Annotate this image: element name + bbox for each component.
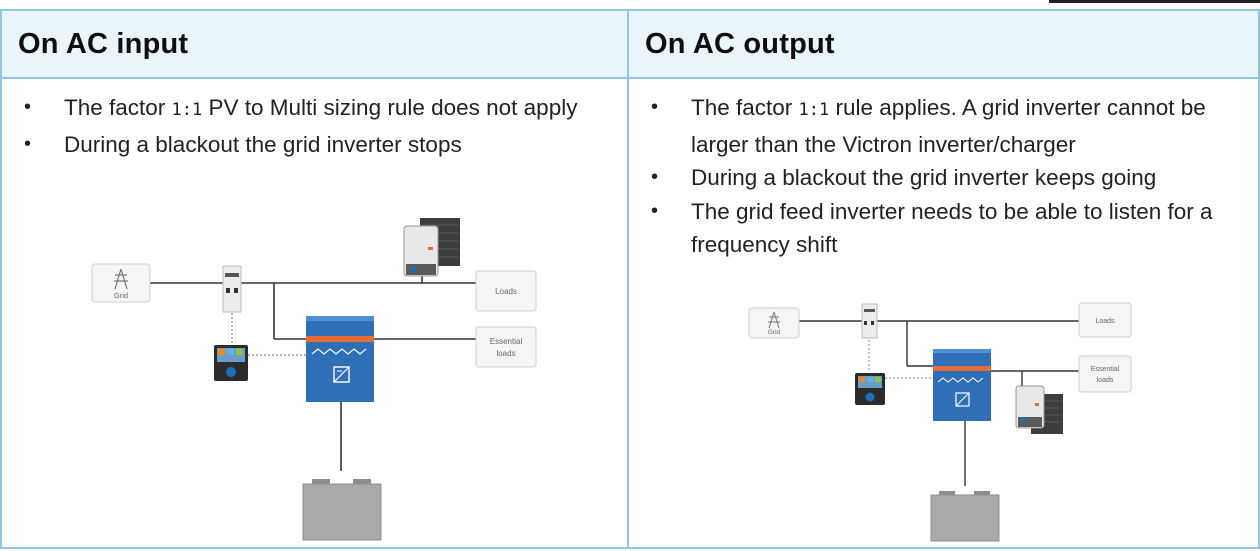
ac-input-diagram: Grid Loads E	[91, 218, 537, 541]
grid-box: Grid	[91, 263, 151, 303]
pylon-icon	[768, 311, 780, 329]
bullet-list: The factor 1:1 rule applies. A grid inve…	[629, 91, 1258, 262]
loads-box: Loads	[475, 270, 537, 312]
panel-title: On AC input	[2, 11, 628, 79]
grid-box: Grid	[748, 307, 800, 339]
loads-label: Loads	[1095, 318, 1115, 325]
loads-label: Loads	[495, 287, 517, 296]
battery-icon	[930, 491, 1000, 542]
essential-label-line-1: Essential	[490, 337, 523, 346]
ac-output-diagram: Grid Loads Essential loads	[748, 302, 1132, 542]
top-edge-bar	[1049, 0, 1260, 3]
bullet-item: The grid feed inverter needs to be able …	[629, 195, 1258, 262]
essential-label-line-2: loads	[1097, 377, 1114, 384]
grid-label: Grid	[114, 291, 128, 300]
bullet-item: During a blackout the grid inverter stop…	[2, 128, 628, 162]
essential-loads-box: Essential loads	[1078, 355, 1132, 393]
pylon-icon	[114, 268, 128, 290]
bullet-item: During a blackout the grid inverter keep…	[629, 161, 1258, 195]
battery-icon	[302, 479, 382, 541]
pv-inverter-icon	[403, 218, 460, 277]
bullet-list: The factor 1:1 PV to Multi sizing rule d…	[2, 91, 628, 161]
breaker-icon	[222, 265, 242, 313]
panel-ac-output: On AC output The factor 1:1 rule applies…	[627, 9, 1260, 549]
control-panel-icon	[855, 373, 885, 405]
panel-ac-input: On AC input The factor 1:1 PV to Multi s…	[0, 9, 630, 549]
essential-loads-box: Essential loads	[475, 326, 537, 368]
control-panel-icon	[214, 345, 248, 381]
bullet-item: The factor 1:1 rule applies. A grid inve…	[629, 91, 1258, 161]
essential-label-line-2: loads	[496, 349, 515, 358]
panel-title: On AC output	[629, 11, 1258, 79]
pv-inverter-icon	[1015, 385, 1063, 434]
grid-label: Grid	[768, 329, 781, 336]
breaker-icon	[861, 303, 878, 339]
inverter-charger-icon	[306, 316, 374, 402]
loads-box: Loads	[1078, 302, 1132, 338]
essential-label-line-1: Essential	[1091, 366, 1120, 373]
bullet-item: The factor 1:1 PV to Multi sizing rule d…	[2, 91, 628, 128]
inverter-charger-icon	[933, 349, 991, 421]
